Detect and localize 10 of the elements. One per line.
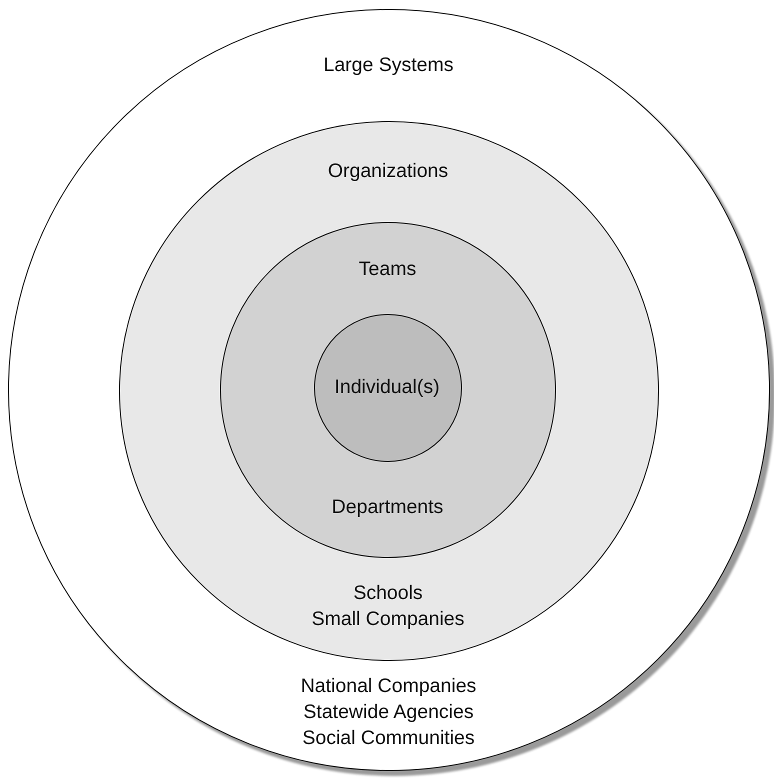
ring-example: Schools	[353, 582, 423, 604]
ring-example: National Companies	[300, 674, 476, 696]
ring-title: Large Systems	[323, 54, 454, 76]
ring-example: Statewide Agencies	[303, 700, 474, 722]
ring-title: Organizations	[328, 160, 448, 182]
ring-title: Teams	[358, 258, 416, 280]
ring-example: Social Communities	[302, 726, 475, 748]
ring-example: Small Companies	[312, 608, 464, 630]
ring-title: Individual(s)	[334, 376, 440, 398]
ring-example: Departments	[332, 496, 444, 518]
